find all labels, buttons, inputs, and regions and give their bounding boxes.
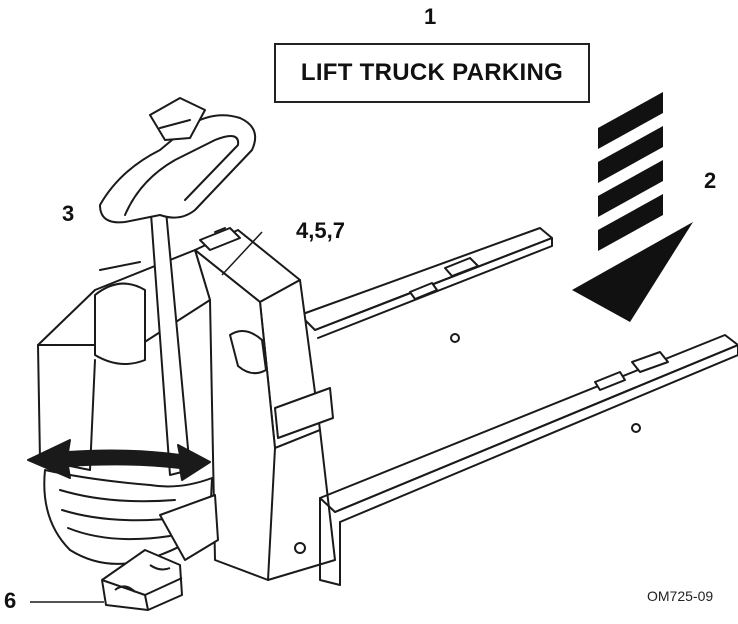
callout-3: 3 [62, 201, 75, 226]
callout-6: 6 [4, 588, 17, 613]
leader-line-457 [221, 231, 263, 276]
tiller-arm [99, 97, 256, 476]
callout-4-5-7: 4,5,7 [296, 218, 345, 243]
callout-2: 2 [704, 168, 717, 193]
figure-id: OM725-09 [647, 588, 714, 604]
parking-direction-arrow [572, 92, 693, 322]
wheel-chock [101, 549, 183, 611]
rotation-arrow [27, 439, 211, 481]
drive-wheel [43, 469, 219, 565]
lift-truck-parking-sign: LIFT TRUCK PARKING [274, 43, 590, 103]
upper-fork [299, 227, 553, 343]
callout-1: 1 [424, 4, 437, 29]
lower-fork [319, 334, 738, 586]
